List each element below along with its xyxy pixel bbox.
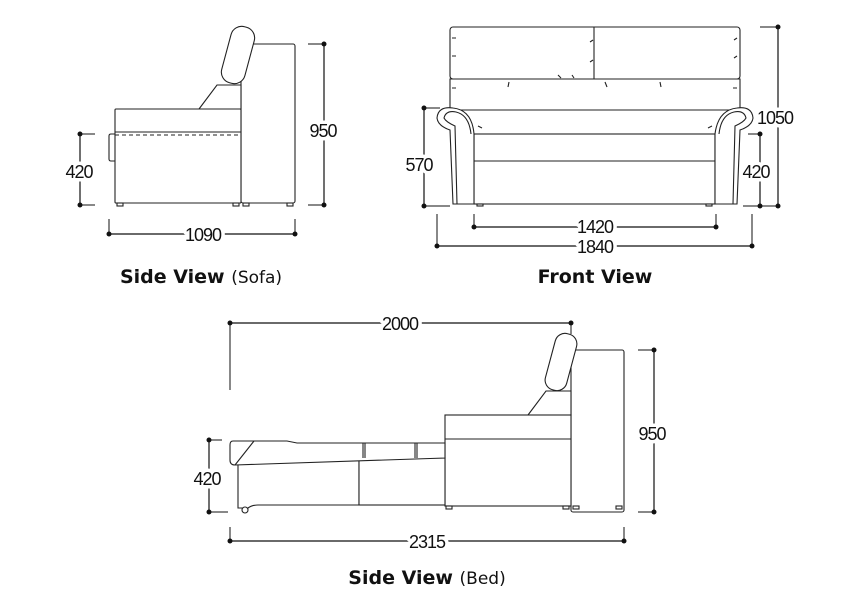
dim-label: 570 (405, 155, 433, 175)
side-view-bed: 2000 420 950 2315 Side View (Bed) (190, 311, 671, 590)
dim-seat-height-420: 420 (62, 131, 98, 208)
dim-label: 1420 (577, 217, 614, 237)
view-title: Front View (538, 266, 653, 288)
dim-total-length-2315: 2315 (227, 527, 627, 556)
dim-arm-height-570: 570 (402, 105, 450, 209)
dim-height-1050: 1050 (753, 24, 799, 209)
dim-label: 2000 (382, 314, 419, 334)
dim-label: 420 (193, 469, 221, 489)
dim-bed-length-2000: 2000 (227, 311, 574, 390)
dim-seat-width-1420: 1420 (471, 214, 719, 241)
dim-depth-1090: 1090 (106, 219, 298, 249)
dim-bed-height-420: 420 (190, 437, 228, 515)
front-view: 570 420 1050 1420 1840 Front View (402, 24, 799, 288)
dim-label: 2315 (409, 532, 446, 552)
dim-height-950: 950 (635, 347, 671, 515)
sofa-bed-side-drawing (229, 332, 625, 514)
dim-label: 420 (742, 162, 770, 182)
view-title: Side View (Sofa) (120, 266, 282, 288)
side-view-sofa: 950 420 1090 Side View (Sofa) (62, 25, 342, 288)
view-title: Side View (Bed) (348, 567, 505, 589)
dim-label: 950 (638, 424, 666, 444)
dim-label: 950 (309, 121, 337, 141)
dim-label: 420 (65, 162, 93, 182)
dim-seat-height-420: 420 (739, 131, 780, 209)
sofa-front-drawing (436, 26, 754, 207)
dim-label: 1090 (185, 225, 222, 245)
dim-label: 1050 (757, 108, 794, 128)
dim-height-950: 950 (306, 41, 342, 208)
sofa-side-drawing (108, 25, 296, 207)
dim-label: 1840 (577, 237, 614, 257)
dim-width-1840: 1840 (434, 214, 755, 261)
